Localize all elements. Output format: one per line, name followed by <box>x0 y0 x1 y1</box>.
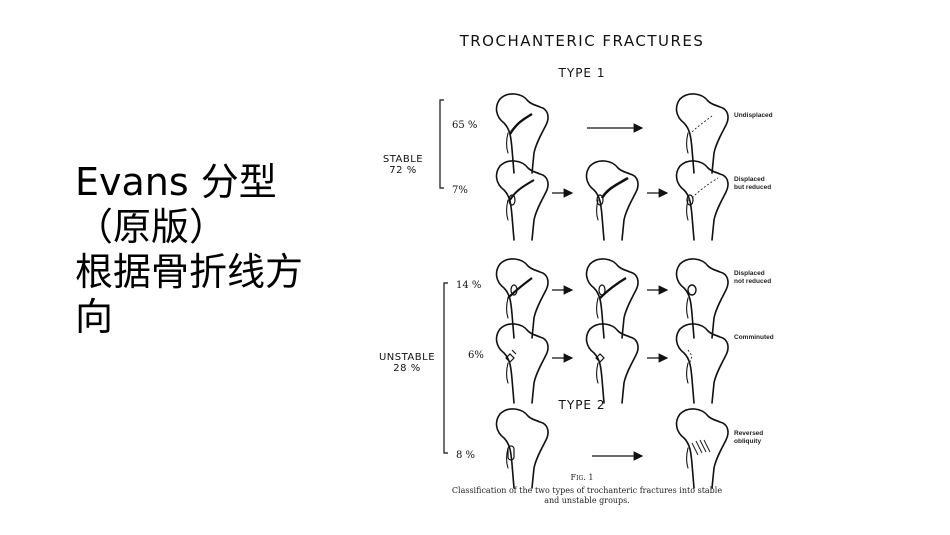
type2-label: TYPE 2 <box>558 398 606 412</box>
title-line-1: Evans 分型 <box>75 160 277 204</box>
unstable-label: UNSTABLE <box>378 352 436 363</box>
type1-label: TYPE 1 <box>558 66 606 80</box>
row3-outcome: Displaced not reduced <box>734 270 772 285</box>
caption-line-2: and unstable groups. <box>544 496 630 505</box>
femur-row4-b <box>585 323 639 404</box>
figure-number: Fig. 1 <box>570 473 594 482</box>
figure-caption: Classification of the two types of troch… <box>422 486 752 506</box>
row2-percent: 7% <box>452 185 468 196</box>
caption-line-1: Classification of the two types of troch… <box>451 486 723 495</box>
title-line-2: （原版） <box>75 205 228 249</box>
title-line-4: 向 <box>75 295 114 339</box>
stable-group-label: STABLE 72 % <box>372 154 434 176</box>
stable-label: STABLE <box>382 154 424 165</box>
femur-row1-a <box>495 93 549 174</box>
fracture-classification-figure: TROCHANTERIC FRACTURES TYPE 1 TYPE 2 STA… <box>372 28 792 528</box>
femur-row2-b <box>585 160 639 241</box>
row4-percent: 6% <box>468 350 484 361</box>
figure-title: TROCHANTERIC FRACTURES <box>459 32 705 50</box>
row3-percent: 14 % <box>456 280 482 291</box>
row4-outcome: Comminuted <box>734 334 774 341</box>
unstable-percent: 28 % <box>393 363 421 374</box>
figure-drawing <box>439 93 729 489</box>
stable-percent: 72 % <box>389 165 417 176</box>
femur-row4-a <box>495 323 549 404</box>
row1-outcome: Undisplaced <box>734 112 773 119</box>
slide-title: Evans 分型 （原版） 根据骨折线方 向 <box>75 160 365 340</box>
femur-row4-c <box>675 323 729 404</box>
row5-outcome: Reversed obliquity <box>734 430 764 445</box>
stable-bracket <box>439 99 444 189</box>
row5-percent: 8 % <box>456 450 476 461</box>
unstable-group-label: UNSTABLE 28 % <box>372 352 442 374</box>
femur-row1-b <box>675 93 729 174</box>
title-line-3: 根据骨折线方 <box>75 250 304 294</box>
row1-percent: 65 % <box>452 120 478 131</box>
femur-row2-a <box>495 160 549 241</box>
unstable-bracket <box>443 282 448 454</box>
femur-row2-c <box>675 160 729 241</box>
row2-outcome: Displaced but reduced <box>734 176 772 191</box>
